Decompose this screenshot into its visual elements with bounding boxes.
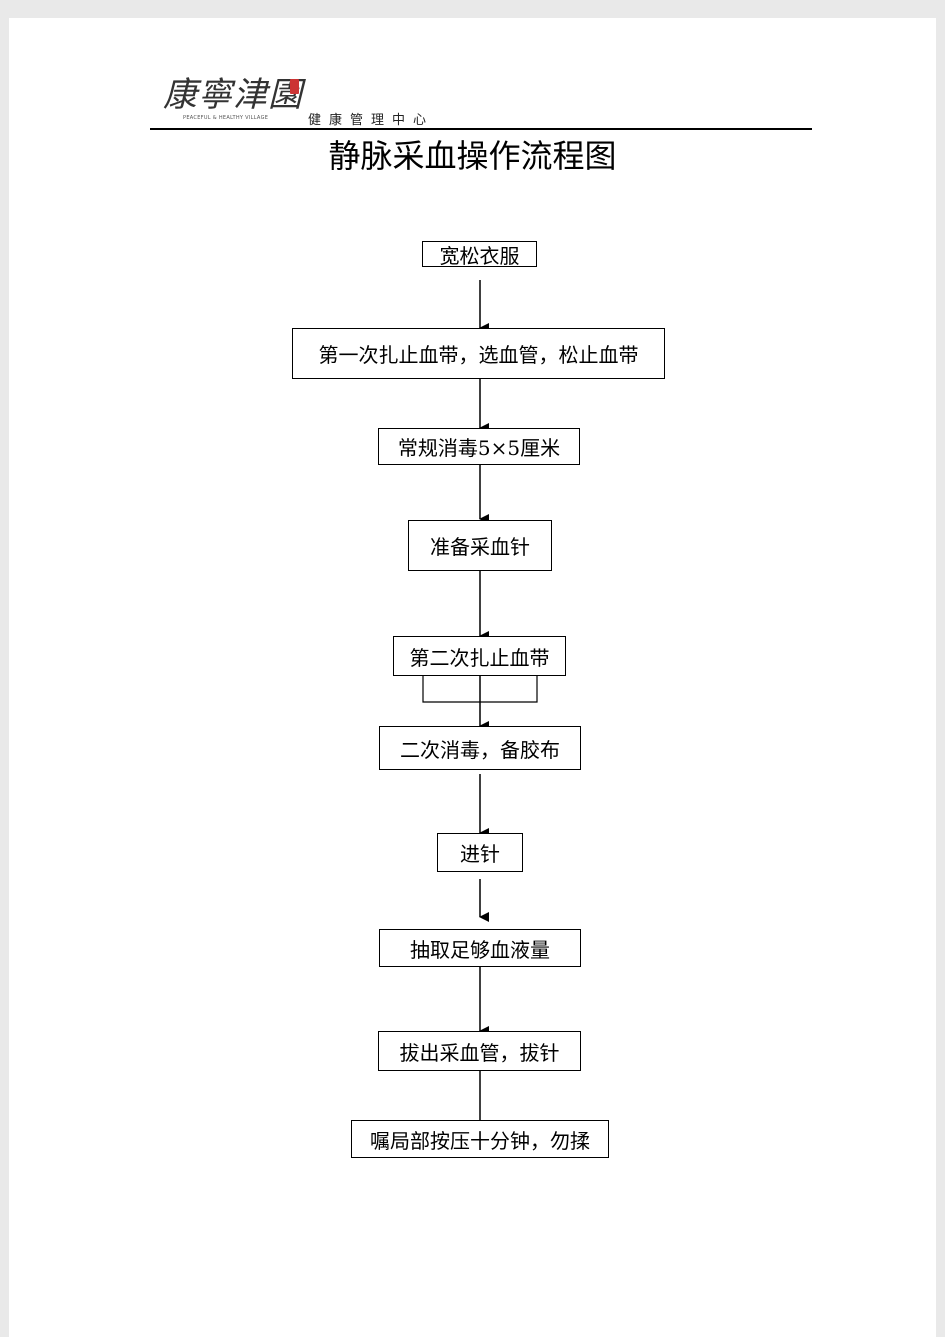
step-insert-needle: 进针 <box>437 833 523 872</box>
document-page <box>9 18 936 1337</box>
department-name: 健康管理中心 <box>308 113 435 128</box>
step-prepare-needle: 准备采血针 <box>408 520 552 571</box>
header-rule <box>150 128 812 130</box>
step-disinfect: 常规消毒5×5厘米 <box>378 428 580 465</box>
step-draw-blood: 抽取足够血液量 <box>379 929 581 967</box>
step-remove-tube: 拔出采血管，拔针 <box>378 1031 581 1071</box>
step-second-disinfect: 二次消毒，备胶布 <box>379 726 581 770</box>
step-second-tourniquet: 第二次扎止血带 <box>393 636 566 676</box>
logo-seal-icon <box>290 79 299 94</box>
logo-tagline: PEACEFUL & HEALTHY VILLAGE <box>183 115 269 121</box>
page-title: 静脉采血操作流程图 <box>328 137 617 175</box>
logo: 康寧津園 PEACEFUL & HEALTHY VILLAGE <box>163 75 303 125</box>
step-loosen-clothing: 宽松衣服 <box>422 241 537 268</box>
step-press-site: 嘱局部按压十分钟，勿揉 <box>351 1120 609 1158</box>
step-first-tourniquet: 第一次扎止血带，选血管，松止血带 <box>292 328 665 379</box>
logo-text: 康寧津園 <box>163 75 303 115</box>
